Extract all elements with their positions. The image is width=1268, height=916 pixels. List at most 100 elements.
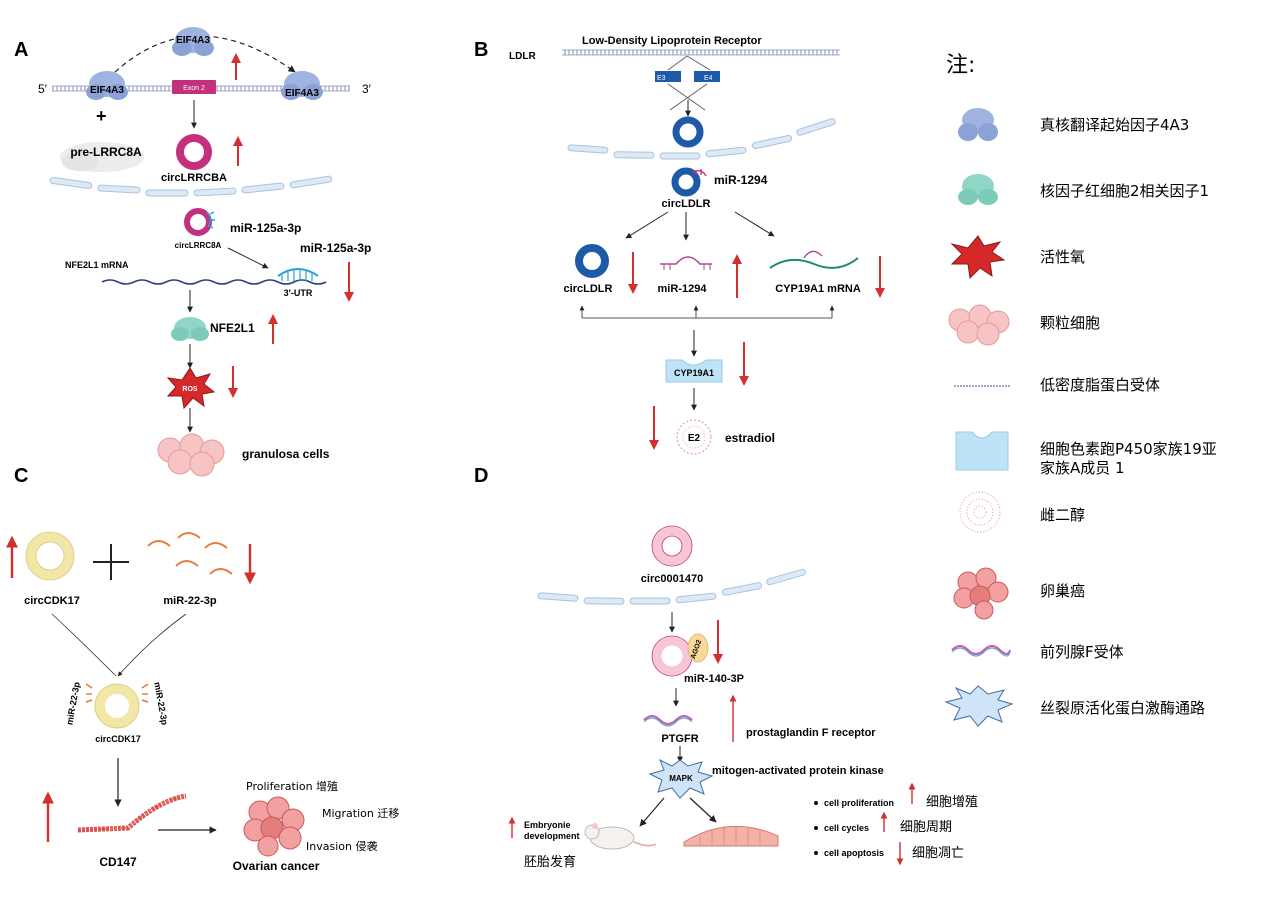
mir125-bound (205, 211, 215, 229)
circ0001470-bound-ring (652, 636, 692, 676)
panel-a: A EIF4A3 5′ 3′ EIF4A3 EIF4A3 Exon (14, 27, 372, 477)
legend-ros-icon (950, 235, 1006, 280)
legend-nfe2l1-icon (958, 174, 998, 205)
exon2-label: Exon 2 (183, 85, 205, 92)
pre-lrrc8a-blob (60, 142, 144, 172)
exon-e3-box (655, 71, 681, 82)
cyp-mrna-label: CYP19A1 mRNA (775, 283, 861, 295)
legend-item-ros: 活性氧 (1040, 248, 1085, 266)
circ-lrrc8a-ring (176, 134, 212, 170)
uterine-tissue (683, 825, 779, 847)
mir125-label-a: miR-125a-3p (230, 221, 301, 235)
ago2-protein (687, 633, 709, 663)
circcdk17-bound-ring (95, 684, 139, 728)
legend-item-nfe2l1: 核因子红细胞2相关因子1 (1040, 182, 1209, 200)
nfe2l1-protein (171, 317, 209, 341)
nfe2l1-mrna-strand (101, 279, 327, 285)
cell-apoptosis-cn: 细胞凋亡 (912, 846, 964, 861)
estradiol-icon (676, 419, 712, 455)
cyp-mrna-strand (769, 257, 859, 269)
circ-ldlr-label: circLDLR (564, 283, 613, 295)
mir1294-bound-label: miR-1294 (714, 173, 768, 187)
legend-item-estradiol: 雌二醇 (1040, 506, 1085, 524)
mir1294-on-mrna (803, 250, 823, 259)
mir1294-hairpin (660, 256, 712, 265)
granulosa-label: granulosa cells (242, 447, 330, 461)
circ-lrrc8a-label: circLRRCBA (161, 172, 227, 184)
mir22-molecules (147, 532, 233, 575)
rat-icon (584, 823, 657, 850)
circ-ldlr-ring-1 (672, 116, 704, 148)
panel-b: B Low-Density Lipoprotein Receptor LDLR … (474, 35, 885, 455)
nuclear-membrane-a (49, 175, 333, 197)
mir140-label: miR-140-3P (684, 673, 744, 685)
legend-item-eif4a3: 真核翻译起始因子4A3 (1040, 116, 1189, 134)
exon2-box (172, 80, 216, 94)
outcomes-list: cell proliferation 细胞增殖 cell cycles 细胞周期… (814, 782, 978, 866)
five-prime-label: 5′ (38, 82, 48, 96)
panel-a-letter: A (14, 39, 28, 61)
granulosa-cells (157, 433, 225, 477)
eif4a3-protein-right (281, 71, 323, 100)
utr-label: 3′-UTR (284, 288, 313, 298)
cell-proliferation-label: cell proliferation (824, 798, 894, 808)
legend-mapk-icon (944, 685, 1014, 727)
nuclear-membrane-b (567, 118, 836, 160)
estradiol-label: estradiol (725, 431, 775, 445)
circ-ldlr-ring-3 (575, 244, 609, 278)
invasion-label: Invasion 侵袭 (306, 839, 377, 853)
ros-star (166, 367, 216, 410)
panel-d-letter: D (474, 465, 488, 487)
legend-item-ptgfr: 前列腺F受体 (1040, 643, 1124, 661)
legend-estradiol-icon (959, 491, 1001, 533)
cyp19a1-label: CYP19A1 (674, 368, 714, 378)
cd147-chain (77, 793, 187, 833)
eif4a3-protein-top (172, 27, 214, 56)
exon-e4-label: E4 (704, 75, 713, 82)
legend-cyp19a1-icon (955, 431, 1009, 471)
ros-label: ROS (182, 386, 198, 393)
plus-sign: + (96, 106, 107, 126)
legend-item-cyp19a1-line1: 细胞色素跑P450家族19亚 (1040, 440, 1217, 458)
panel-b-letter: B (474, 39, 488, 61)
circ0001470-label: circ0001470 (641, 573, 703, 585)
ldlr-title: Low-Density Lipoprotein Receptor (582, 35, 762, 47)
panel-c: C circCDK17 miR-22-3p miR-22-3p miR-22-3… (5, 465, 399, 873)
legend-item-mapk: 丝裂原活化蛋白激酶通路 (1040, 699, 1205, 717)
mir22-right-label: miR-22-3p (152, 681, 169, 726)
legend-ovarian-cancer-icon (953, 567, 1009, 620)
legend-item-cyp19a1-line2: 家族A成员 1 (1040, 459, 1125, 477)
circcdk17-bound-label: circCDK17 (95, 734, 141, 744)
eif4a3-label-top: EIF4A3 (176, 35, 210, 46)
embryo-cn-label: 胚胎发育 (524, 854, 576, 870)
circ-ldlr-ring-2 (671, 167, 701, 197)
nfe2l1-mrna-label: NFE2L1 mRNA (65, 260, 129, 270)
nuclear-membrane-d (537, 568, 806, 605)
ldlr-gene-strand (562, 50, 840, 55)
mir1294-bound (691, 169, 707, 177)
mapk-full-label: mitogen-activated protein kinase (712, 765, 884, 777)
panel-c-letter: C (14, 465, 28, 487)
circ0001470-ring (652, 526, 692, 566)
proliferation-label: Proliferation 增殖 (246, 779, 338, 793)
legend-eif4a3-icon (958, 108, 998, 141)
circ-ldlr-center-label: circLDLR (662, 198, 711, 210)
mir22-label: miR-22-3p (163, 595, 216, 607)
mir22-left-label: miR-22-3p (64, 681, 81, 726)
exon-e4-box (694, 71, 720, 82)
cell-cycles-cn: 细胞周期 (900, 820, 952, 835)
cell-cycles-label: cell cycles (824, 823, 869, 833)
migration-label: Migration 迁移 (322, 807, 399, 820)
cell-proliferation-cn: 细胞增殖 (926, 794, 978, 810)
circ-lrrc8a-small-ring (184, 208, 212, 236)
ptgfr-label: PTGFR (661, 733, 698, 745)
three-prime-label: 3′ (362, 82, 372, 96)
mir1294-label: miR-1294 (658, 283, 708, 295)
cyp19a1-receptor (665, 359, 723, 383)
mapk-star (648, 758, 714, 799)
ovarian-cancer-label: Ovarian cancer (233, 859, 320, 873)
circ-lrrc8a-small-label: circLRRC8A (175, 241, 222, 250)
legend-item-ldlr: 低密度脂蛋白受体 (1040, 376, 1160, 394)
eif4a3-protein-left (86, 71, 128, 100)
